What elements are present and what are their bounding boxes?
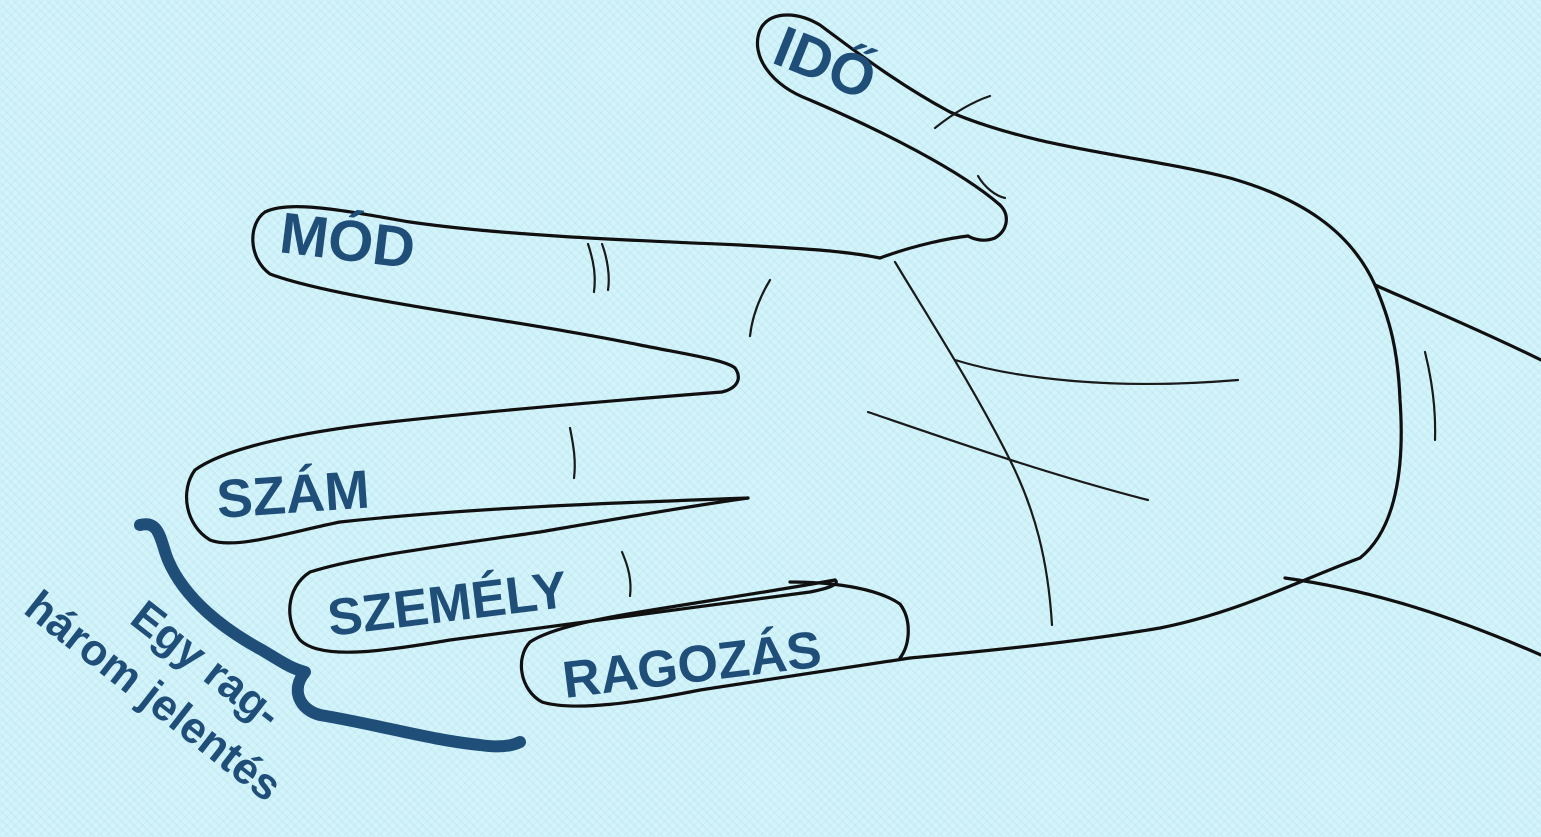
index-crease-3 (750, 280, 770, 336)
thumb-joint-crease (978, 176, 1005, 198)
hand-edge-crease (1425, 352, 1435, 440)
palm-crease-2 (955, 360, 1238, 384)
label-ido: IDŐ (765, 14, 885, 113)
label-ragozas: RAGOZÁS (559, 621, 824, 710)
middle-crease (570, 428, 575, 478)
palm-edge-outline (910, 285, 1401, 658)
wrist-bottom-outline (1285, 578, 1541, 655)
palm-crease-1 (895, 262, 1052, 625)
ring-crease (622, 552, 631, 596)
label-szam: SZÁM (215, 459, 372, 530)
index-crease-1 (588, 244, 595, 292)
label-mod: MÓD (276, 200, 418, 281)
index-web-outline (880, 236, 968, 258)
wrist-top-outline (1375, 285, 1541, 360)
thumb-base-outline (968, 205, 1006, 240)
index-crease-2 (602, 244, 609, 290)
label-szemely: SZEMÉLY (324, 561, 570, 648)
